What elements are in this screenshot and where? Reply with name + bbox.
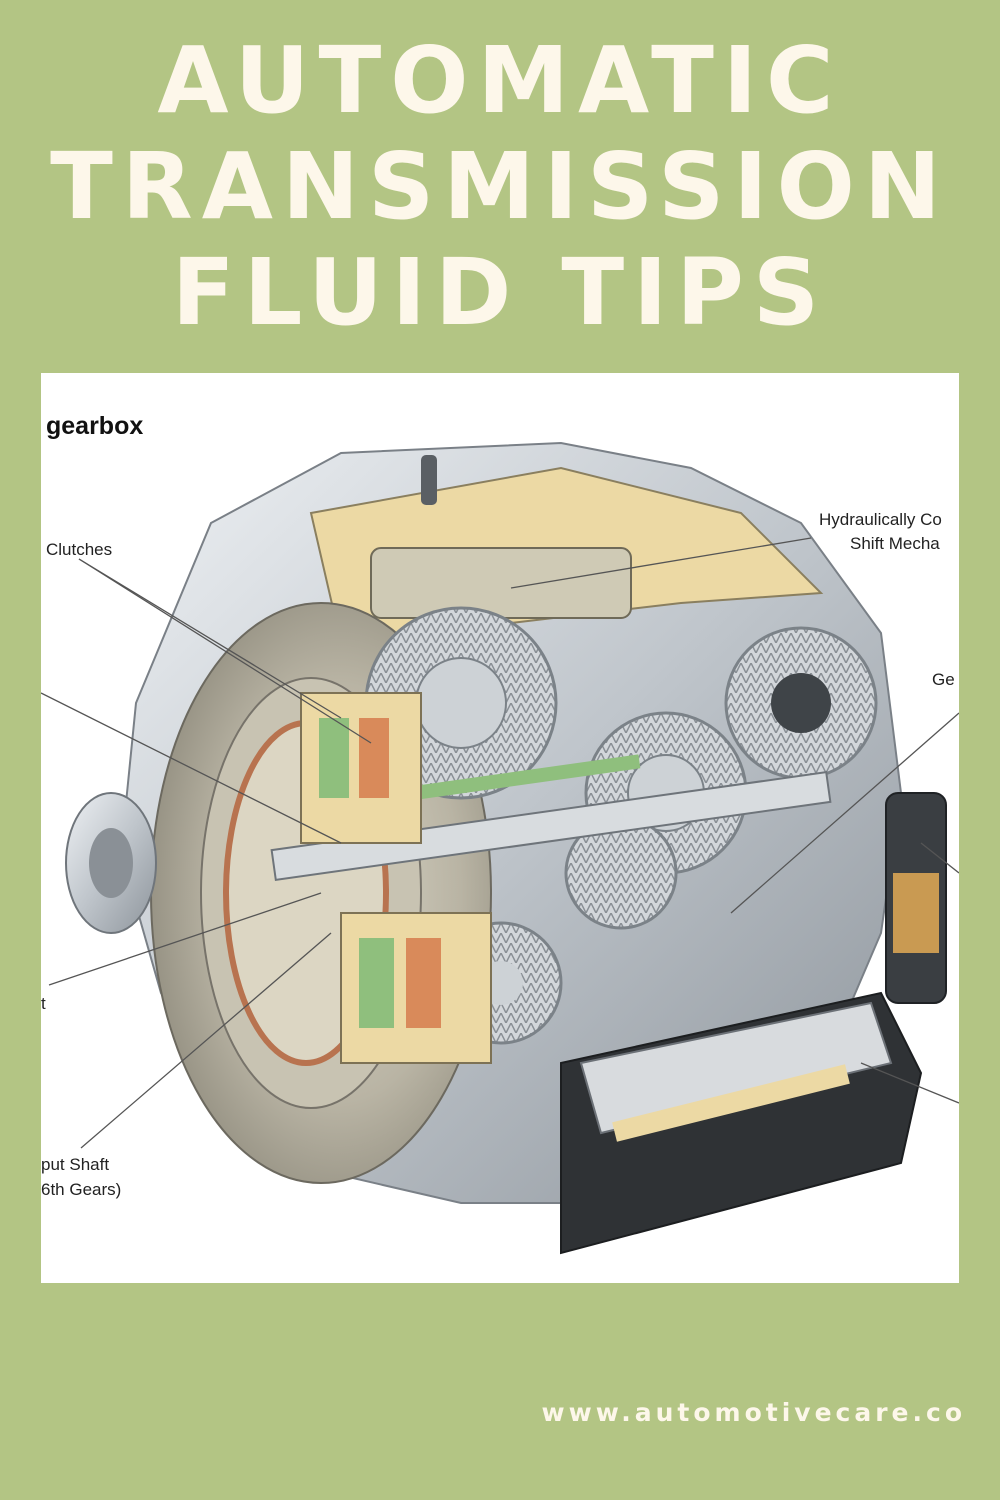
title-line-3: FLUID TIPS <box>171 239 829 346</box>
label-clutches: Clutches <box>46 540 113 559</box>
gearbox-illustration: gearbox Clutches Hydraulically Co Shift … <box>41 373 959 1283</box>
main-shaft <box>270 771 832 881</box>
website-url[interactable]: www.automotivecare.co <box>541 1398 966 1427</box>
label-output-shaft-line-2: 6th Gears) <box>41 1180 122 1199</box>
title-line-2: TRANSMISSION <box>50 133 950 240</box>
page-title: AUTOMATIC TRANSMISSION FLUID TIPS <box>0 28 1000 346</box>
leader-lines <box>41 537 959 1149</box>
title-line-1: AUTOMATIC <box>157 27 843 134</box>
label-output-shaft-line-1: put Shaft <box>41 1155 110 1174</box>
label-hydraulic-line-1: Hydraulically Co <box>819 510 942 529</box>
label-hydraulic-line-2: Shift Mecha <box>850 534 940 553</box>
label-gears-right: Ge <box>932 670 955 689</box>
gearbox-cutaway-drawing <box>41 441 959 1255</box>
diagram-heading: gearbox <box>46 412 144 440</box>
label-left-fragment: t <box>41 994 46 1013</box>
